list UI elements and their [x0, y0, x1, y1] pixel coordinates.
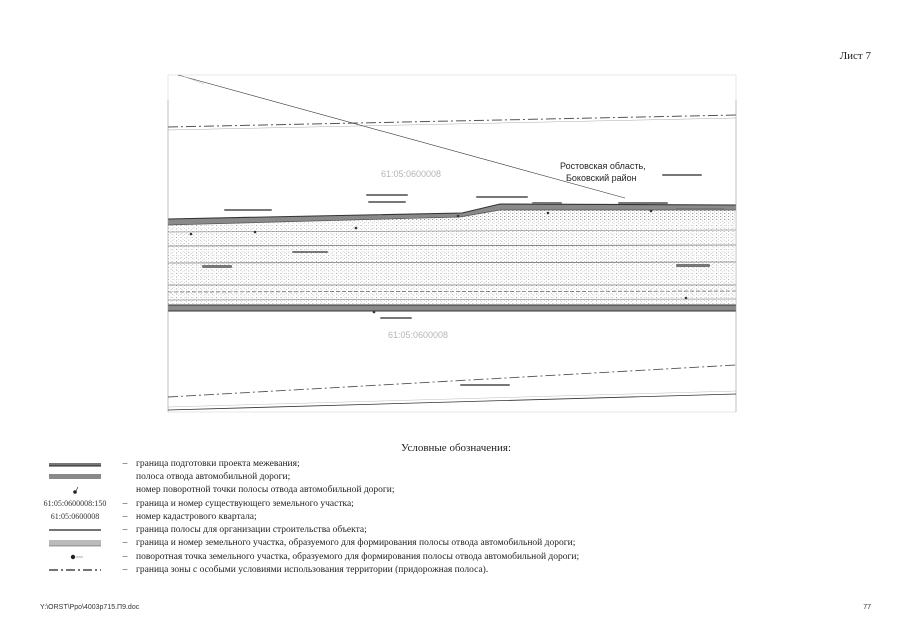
legend: – граница подготовки проекта межевания; …: [40, 457, 660, 577]
region-label-line1: Ростовская область,: [560, 161, 646, 171]
lower-roadside-zone-lines: [167, 364, 737, 411]
legend-text: граница и номер земельного участка, обра…: [136, 538, 576, 549]
construction-strip-top: [167, 229, 737, 233]
quarter-label-bottom: 61:05:0600008: [388, 330, 448, 340]
footer-file-path: Y:\ORST\Ppo\4003p715.П9.doc: [40, 604, 140, 611]
region-label-line2: Боковский район: [566, 173, 637, 183]
upper-right-of-way-band: [167, 203, 737, 226]
quarter-label-top: 61:05:0600008: [381, 169, 441, 179]
legend-text: номер кадастрового квартала;: [136, 511, 257, 522]
legend-text: поворотная точка земельного участка, обр…: [136, 551, 580, 562]
legend-text: граница подготовки проекта межевания;: [136, 458, 300, 469]
construction-strip-bottom: [167, 298, 737, 301]
legend-item-cadastral-quarter: 61:05:0600008 – номер кадастрового кварт…: [40, 510, 660, 523]
legend-item-right-of-way: полоса отвода автомобильной дороги;: [40, 470, 660, 483]
turning-points: [189, 209, 688, 314]
legend-item-turning-point-number: номер поворотной точки полосы отвода авт…: [40, 484, 660, 497]
legend-text: граница зоны с особыми условиями использ…: [136, 565, 489, 576]
legend-symbol: [40, 470, 110, 483]
legend-text: полоса отвода автомобильной дороги;: [136, 471, 291, 482]
legend-text: номер поворотной точки полосы отвода авт…: [136, 485, 395, 496]
legend-symbol: [40, 537, 110, 550]
legend-symbol: 61:05:0600008:150: [43, 499, 107, 509]
boundary-stub: [179, 74, 205, 85]
legend-symbol: [40, 550, 110, 563]
legend-symbol: 61:05:0600008: [50, 512, 100, 522]
legend-symbol: [40, 457, 110, 470]
legend-symbol: [40, 484, 110, 497]
lower-right-of-way-band: [168, 304, 736, 312]
legend-item-construction-strip: – граница полосы для организации строите…: [40, 523, 660, 536]
legend-item-existing-parcel: 61:05:0600008:150 – граница и номер суще…: [40, 497, 660, 510]
legend-symbol: [40, 524, 110, 537]
legend-item-formed-parcel: – граница и номер земельного участка, об…: [40, 537, 660, 550]
district-boundary-line: [177, 74, 626, 199]
upper-roadside-zone-line: [167, 114, 737, 131]
road-centerlines: [167, 244, 737, 293]
page-number: 77: [863, 604, 871, 611]
legend-item-formed-turning-point: – поворотная точка земельного участка, о…: [40, 550, 660, 563]
legend-text: граница и номер существующего земельного…: [136, 498, 354, 509]
sheet-label: Лист 7: [839, 50, 871, 62]
legend-title: Условные обозначения:: [401, 442, 512, 454]
parcel-annotations: [202, 174, 724, 386]
legend-item-roadside-zone: – граница зоны с особыми условиями испол…: [40, 563, 660, 576]
legend-item-project-boundary: – граница подготовки проекта межевания;: [40, 457, 660, 470]
legend-symbol: [40, 564, 110, 577]
legend-text: граница полосы для организации строитель…: [136, 525, 367, 536]
